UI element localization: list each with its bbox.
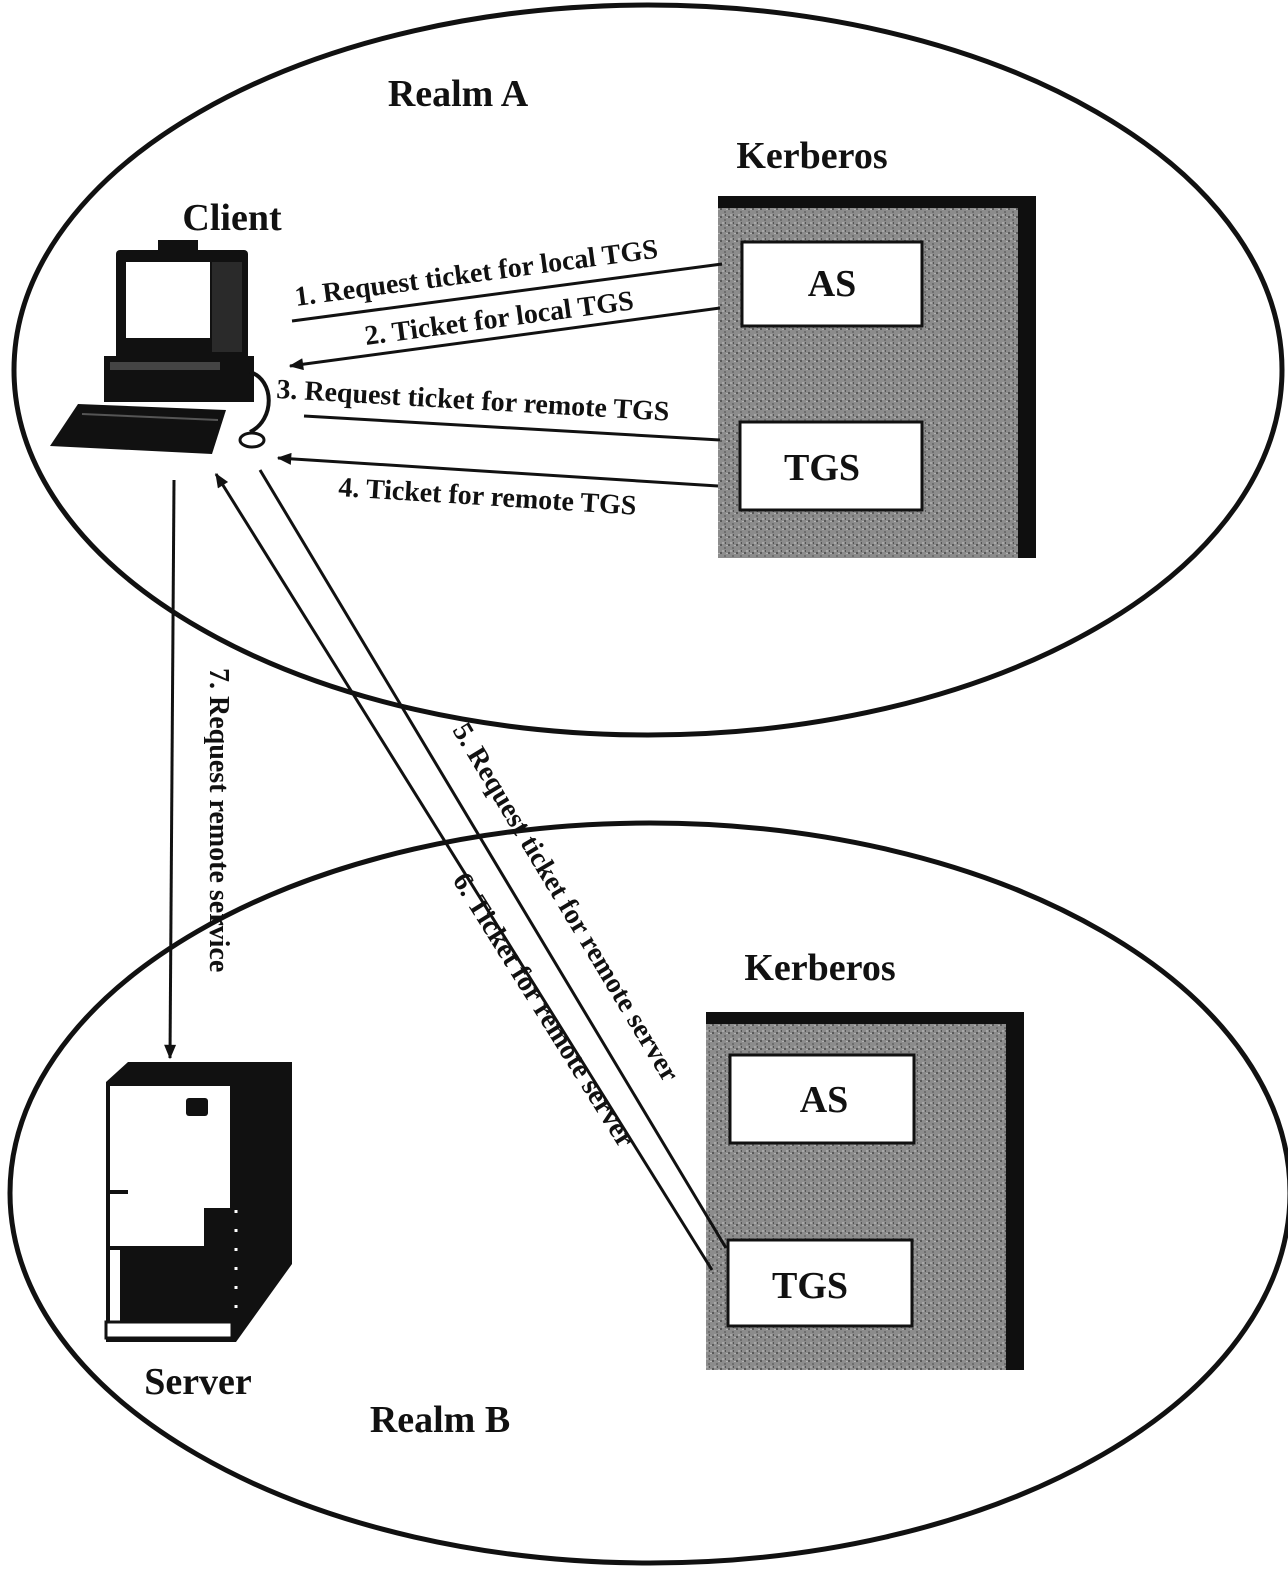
arrow-3 xyxy=(303,414,721,442)
realm-a-label: Realm A xyxy=(388,73,529,115)
arrow-1 xyxy=(291,262,723,323)
message-7-label: 7. Request remote service xyxy=(203,668,234,972)
tgs-a-label: TGS xyxy=(784,447,860,489)
arrow-5 xyxy=(258,469,728,1249)
message-6-label: 6. Ticket for remote server xyxy=(446,867,641,1153)
as-a-label: AS xyxy=(808,263,857,305)
tgs-b-label: TGS xyxy=(772,1265,848,1307)
kerberos-b-label: Kerberos xyxy=(744,947,895,989)
server-icon xyxy=(104,1062,292,1342)
kerberos-a-box xyxy=(718,196,1036,558)
realm-b-ellipse xyxy=(7,820,1288,1566)
client-label: Client xyxy=(182,197,282,239)
message-3-label: 3. Request ticket for remote TGS xyxy=(276,374,671,428)
arrow-4 xyxy=(276,452,719,488)
arrow-7 xyxy=(164,479,177,1060)
realm-b-label: Realm B xyxy=(370,1399,510,1441)
arrow-2 xyxy=(288,306,721,371)
kerberos-b-box xyxy=(706,1012,1024,1370)
client-computer-icon xyxy=(50,240,271,454)
arrow-6 xyxy=(214,472,714,1271)
as-b-label: AS xyxy=(800,1079,849,1121)
kerberos-a-label: Kerberos xyxy=(736,135,887,177)
realm-a-ellipse xyxy=(11,2,1285,738)
server-label: Server xyxy=(144,1361,252,1403)
